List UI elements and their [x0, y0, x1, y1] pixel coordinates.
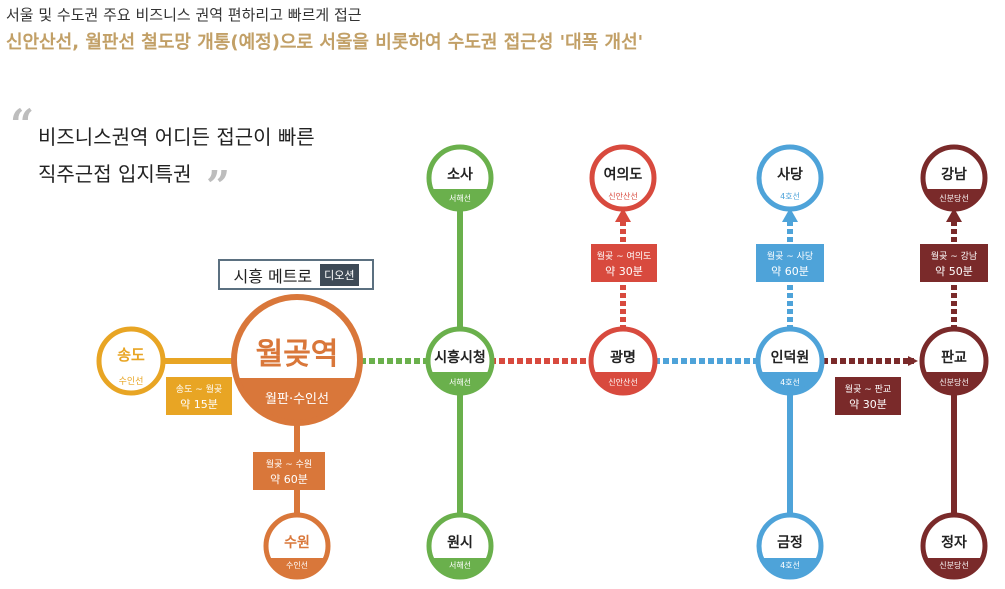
headline: 신안산선, 월판선 철도망 개통(예정)으로 서울을 비롯하여 수도권 접근성 … — [6, 32, 644, 53]
travel-tag-suwon: 월곶 ~ 수원 약 60분 — [253, 452, 325, 490]
station-indeogwon: 인덕원 4호선 — [755, 326, 825, 396]
station-yeouido: 여의도 신안산선 — [589, 144, 657, 212]
station-line-gangnam: 신분당선 — [939, 193, 968, 203]
station-sadang: 사당 4호선 — [756, 144, 824, 212]
travel-time-songdo: 약 15분 — [180, 397, 218, 411]
station-suwon: 수원 수인선 — [263, 512, 331, 580]
arrow-up-yeouido — [615, 208, 631, 222]
station-name-suwon: 수원 — [284, 535, 310, 551]
station-line-sosa: 서해선 — [449, 193, 471, 203]
station-jeongja: 정자 신분당선 — [920, 512, 988, 580]
metro-label-box: 시흥 메트로 디오션 — [218, 259, 374, 290]
station-name-yeouido: 여의도 — [604, 166, 643, 183]
station-line-sadang: 4호선 — [780, 192, 800, 201]
travel-tag-gangnam: 월곶 ~ 강남 약 50분 — [920, 244, 988, 282]
metro-label-text: 시흥 메트로 — [233, 266, 313, 286]
station-name-songdo: 송도 — [117, 346, 145, 364]
travel-route-suwon: 월곶 ~ 수원 — [266, 458, 312, 470]
station-siheung-city-hall: 시흥시청 서해선 — [425, 326, 495, 396]
quote-line-2: 직주근접 입지특권 — [38, 162, 192, 186]
close-quote-mark: ” — [206, 162, 231, 211]
station-geumjeong: 금정 4호선 — [756, 512, 824, 580]
station-line-songdo: 수인선 — [119, 376, 144, 387]
station-line-geumjeong: 4호선 — [780, 561, 800, 570]
station-line-siheung-city-hall: 서해선 — [449, 377, 471, 387]
station-line-wonsi: 서해선 — [449, 560, 471, 570]
travel-time-yeouido: 약 30분 — [605, 264, 643, 278]
station-name-wolgot: 월곶역 — [256, 337, 339, 372]
station-name-sadang: 사당 — [777, 166, 803, 183]
travel-route-sadang: 월곶 ~ 사당 — [767, 250, 813, 262]
station-name-gwangmyeong: 광명 — [610, 349, 636, 366]
station-name-gangnam: 강남 — [941, 166, 967, 183]
station-name-pangyo: 판교 — [941, 350, 967, 366]
station-name-wonsi: 원시 — [447, 535, 473, 551]
station-name-geumjeong: 금정 — [777, 534, 803, 551]
subtitle: 서울 및 수도권 주요 비즈니스 권역 편하리고 빠르게 접근 — [6, 6, 362, 24]
station-line-indeogwon: 4호선 — [780, 378, 800, 387]
station-line-suwon: 수인선 — [286, 560, 308, 570]
travel-tag-yeouido: 월곶 ~ 여의도 약 30분 — [591, 244, 657, 282]
station-wolgot: 월곶역 월판·수인선 — [231, 294, 363, 426]
travel-tag-pangyo: 월곶 ~ 판교 약 30분 — [835, 377, 901, 415]
travel-tag-songdo: 송도 ~ 월곶 약 15분 — [166, 377, 232, 415]
metro-label-tag: 디오션 — [320, 263, 359, 286]
quote-line-1: 비즈니스권역 어디든 접근이 빠른 — [38, 125, 315, 149]
travel-route-pangyo: 월곶 ~ 판교 — [845, 383, 891, 395]
station-name-jeongja: 정자 — [941, 534, 967, 551]
station-gangnam: 강남 신분당선 — [920, 144, 988, 212]
arrow-up-sadang — [782, 208, 798, 222]
station-name-sosa: 소사 — [447, 167, 473, 183]
station-name-siheung-city-hall: 시흥시청 — [434, 349, 486, 366]
travel-tag-sadang: 월곶 ~ 사당 약 60분 — [756, 244, 824, 282]
station-line-yeouido: 신안산선 — [608, 191, 637, 201]
station-songdo: 송도 수인선 — [96, 326, 166, 396]
travel-time-pangyo: 약 30분 — [849, 397, 887, 411]
travel-route-songdo: 송도 ~ 월곶 — [176, 383, 222, 395]
arrow-up-gangnam — [946, 208, 962, 222]
travel-time-gangnam: 약 50분 — [935, 264, 973, 278]
open-quote-mark: “ — [10, 100, 35, 149]
travel-route-gangnam: 월곶 ~ 강남 — [931, 250, 977, 262]
station-line-wolgot: 월판·수인선 — [265, 392, 329, 407]
travel-time-suwon: 약 60분 — [270, 472, 308, 486]
station-line-gwangmyeong: 신안산선 — [608, 377, 637, 387]
station-name-indeogwon: 인덕원 — [771, 349, 810, 366]
station-line-pangyo: 신분당선 — [939, 377, 968, 387]
station-wonsi: 원시 서해선 — [426, 512, 494, 580]
travel-time-sadang: 약 60분 — [771, 264, 809, 278]
station-sosa: 소사 서해선 — [426, 144, 494, 212]
station-line-jeongja: 신분당선 — [939, 560, 968, 570]
travel-route-yeouido: 월곶 ~ 여의도 — [597, 250, 652, 262]
station-gwangmyeong: 광명 신안산선 — [588, 326, 658, 396]
station-pangyo: 판교 신분당선 — [919, 326, 989, 396]
